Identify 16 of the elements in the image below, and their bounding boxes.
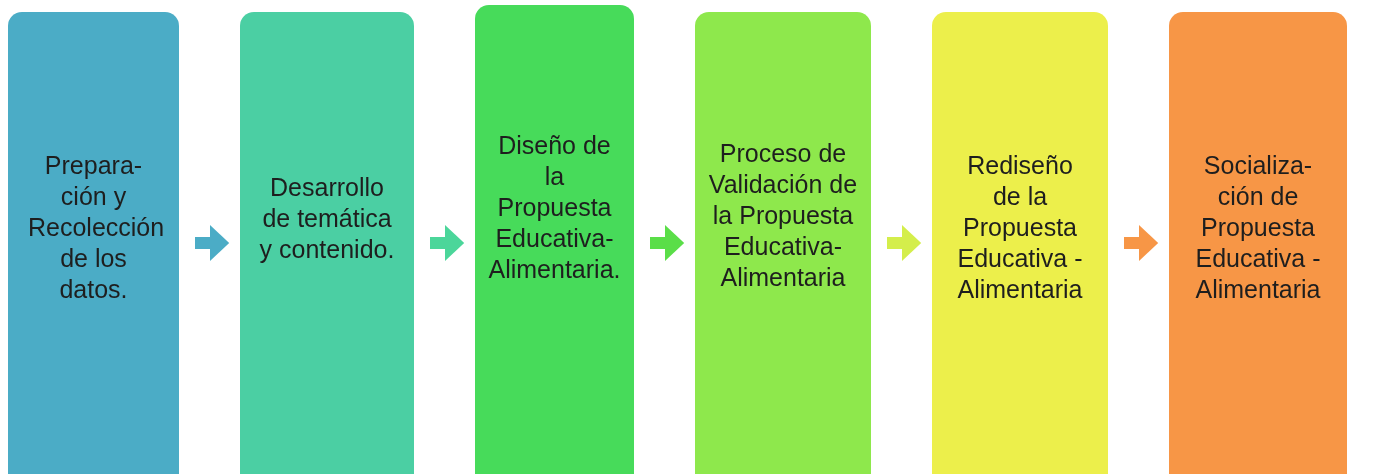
step-label: Diseño de la Propuesta Educativa-Alimentaria. [487, 130, 622, 285]
process-box [1169, 12, 1347, 474]
step-label: Proceso de Validación de la Propuesta Educativa-Alimentaria [707, 138, 859, 293]
process-box [240, 12, 414, 474]
process-box [8, 12, 179, 474]
arrow [1124, 225, 1159, 261]
arrow [195, 225, 230, 261]
process-box [695, 12, 871, 474]
arrow [650, 225, 685, 261]
step-label: Rediseño de la Propuesta Educativa - Alimentaria [956, 150, 1084, 305]
arrow [430, 225, 465, 261]
step-label: Socializa-ción de Propuesta Educativa - Alimentaria [1194, 150, 1322, 305]
arrow [887, 225, 922, 261]
process-box [475, 5, 634, 474]
process-box [932, 12, 1108, 474]
step-label: Desarrollo de temática y contenido. [258, 172, 396, 265]
